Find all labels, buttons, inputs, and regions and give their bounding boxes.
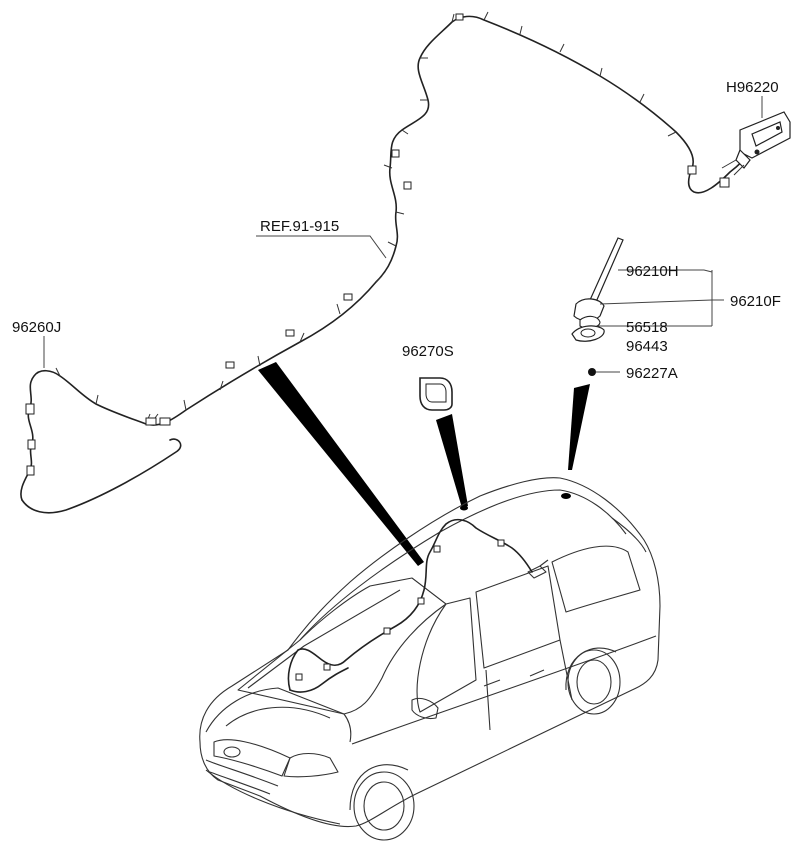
label-antenna-assy: 96210F — [730, 293, 781, 310]
antenna-base — [573, 298, 605, 322]
label-rear-cable: 96260J — [12, 319, 61, 336]
label-gasket: 96270S — [402, 343, 454, 360]
glass-antenna-module — [721, 111, 791, 176]
label-base-pad: 96443 — [626, 338, 668, 355]
label-mirror-antenna: H96220 — [726, 79, 779, 96]
label-grommet: 96227A — [626, 365, 678, 382]
vehicle-illustration — [199, 477, 661, 841]
grommet-part — [588, 368, 596, 376]
roof-gasket — [419, 377, 453, 411]
leader-lines — [43, 96, 763, 373]
antenna-cable-assembly — [20, 11, 791, 514]
callout-pointers — [258, 362, 590, 566]
roof-antenna-assembly — [571, 237, 624, 376]
label-base-screw: 56518 — [626, 319, 668, 336]
label-roof-wire-ref: REF.91-915 — [260, 218, 339, 235]
installed-cable — [287, 518, 533, 691]
label-antenna-pole: 96210H — [626, 263, 679, 280]
